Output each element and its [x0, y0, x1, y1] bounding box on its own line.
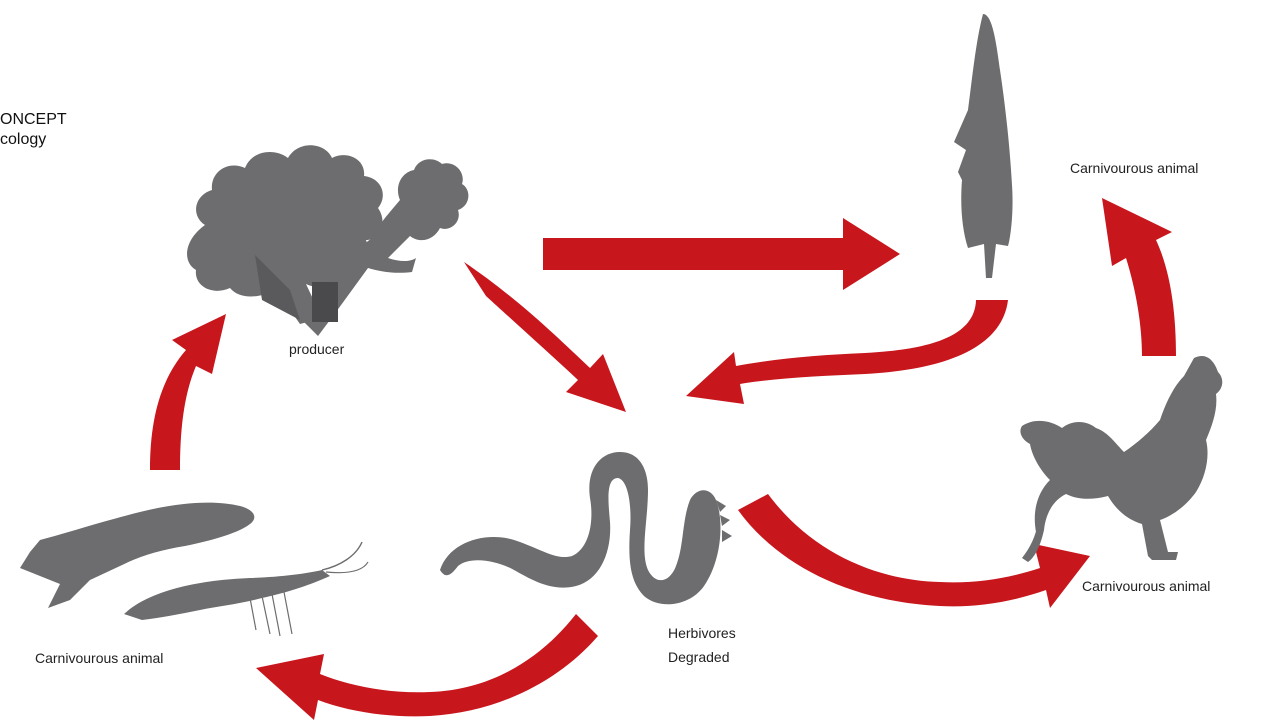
carnivore-bottom-right-label: Carnivourous animal: [1082, 576, 1210, 596]
plant-icon: [187, 145, 468, 336]
herbivores-label: Herbivores: [668, 623, 736, 643]
tree-icon: [954, 14, 1013, 278]
arrow-worm-to-fish: [256, 614, 598, 720]
arrow-tree-to-worm: [686, 300, 1008, 404]
arrow-producer-to-tree: [543, 218, 900, 290]
shrimp-icon: [124, 542, 368, 636]
degraded-label: Degraded: [668, 647, 730, 667]
arrow-producer-to-worm: [464, 262, 626, 412]
rooster-icon: [1020, 356, 1222, 562]
arrow-rooster-to-top: [1102, 198, 1176, 356]
producer-label: producer: [289, 339, 344, 359]
worm-icon: [440, 452, 732, 604]
carnivore-top-right-label: Carnivourous animal: [1070, 158, 1198, 178]
carnivore-bottom-left-label: Carnivourous animal: [35, 648, 163, 668]
arrow-fish-to-producer: [150, 314, 226, 470]
